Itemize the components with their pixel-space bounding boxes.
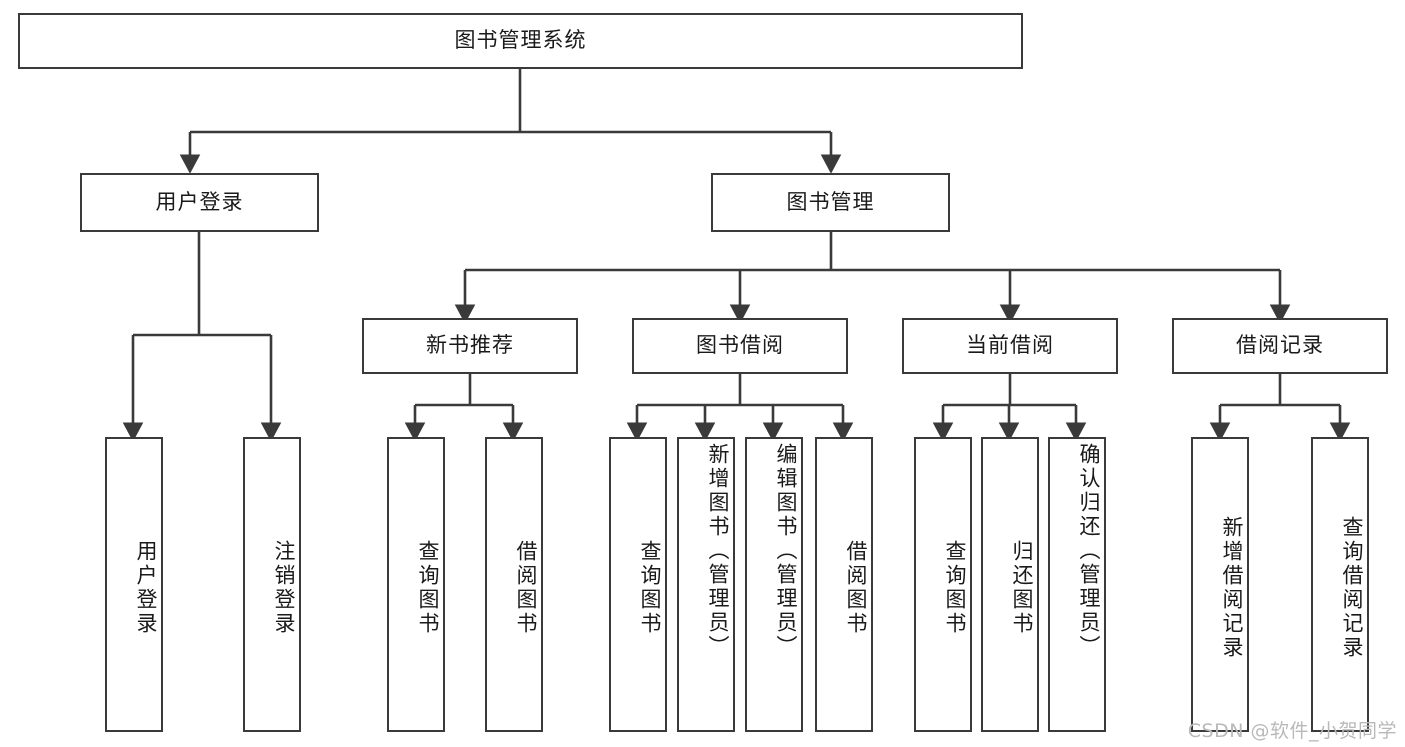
node-label: 新增图书（管理员） [706, 443, 730, 659]
node-label: 当前借阅 [966, 333, 1054, 358]
node-leaf-confirm-return-admin[interactable]: 确认归还（管理员） [1048, 437, 1106, 732]
node-label: 新书推荐 [426, 333, 514, 358]
node-leaf-edit-book-admin[interactable]: 编辑图书（管理员） [745, 437, 803, 732]
node-root-book-management-system[interactable]: 图书管理系统 [18, 13, 1023, 69]
node-borrow-record[interactable]: 借阅记录 [1172, 318, 1388, 374]
node-leaf-query-book-current[interactable]: 查询图书 [914, 437, 972, 732]
node-user-login[interactable]: 用户登录 [80, 173, 319, 232]
node-leaf-query-borrow-record[interactable]: 查询借阅记录 [1311, 437, 1369, 732]
node-label: 查询图书 [638, 539, 662, 636]
node-label: 图书管理 [786, 189, 875, 214]
node-label: 注销登录 [272, 539, 296, 636]
node-leaf-user-login[interactable]: 用户登录 [105, 437, 163, 732]
node-label: 查询借阅记录 [1340, 515, 1364, 660]
node-current-borrow[interactable]: 当前借阅 [902, 318, 1118, 374]
node-label: 用户登录 [134, 539, 158, 636]
node-label: 查询图书 [943, 539, 967, 636]
node-label: 借阅图书 [514, 539, 538, 636]
node-label: 归还图书 [1010, 539, 1034, 636]
node-leaf-return-book[interactable]: 归还图书 [981, 437, 1039, 732]
node-leaf-add-book-admin[interactable]: 新增图书（管理员） [677, 437, 735, 732]
node-label: 图书管理系统 [454, 28, 587, 53]
node-label: 新增借阅记录 [1220, 515, 1244, 660]
node-leaf-borrow-book[interactable]: 借阅图书 [815, 437, 873, 732]
node-book-management[interactable]: 图书管理 [711, 173, 950, 232]
node-label: 查询图书 [416, 539, 440, 636]
node-label: 借阅记录 [1236, 333, 1324, 358]
node-book-borrow[interactable]: 图书借阅 [632, 318, 848, 374]
node-leaf-add-borrow-record[interactable]: 新增借阅记录 [1191, 437, 1249, 732]
node-label: 用户登录 [155, 189, 244, 214]
node-new-book-recommend[interactable]: 新书推荐 [362, 318, 578, 374]
node-leaf-logout[interactable]: 注销登录 [243, 437, 301, 732]
node-leaf-borrow-book-new[interactable]: 借阅图书 [485, 437, 543, 732]
watermark: CSDN @软件_小贺同学 [1187, 720, 1397, 742]
node-label: 借阅图书 [844, 539, 868, 636]
node-leaf-query-book-new[interactable]: 查询图书 [387, 437, 445, 732]
node-label: 编辑图书（管理员） [774, 443, 798, 659]
node-label: 确认归还（管理员） [1077, 443, 1101, 659]
node-label: 图书借阅 [696, 333, 784, 358]
node-leaf-query-book-borrow[interactable]: 查询图书 [609, 437, 667, 732]
